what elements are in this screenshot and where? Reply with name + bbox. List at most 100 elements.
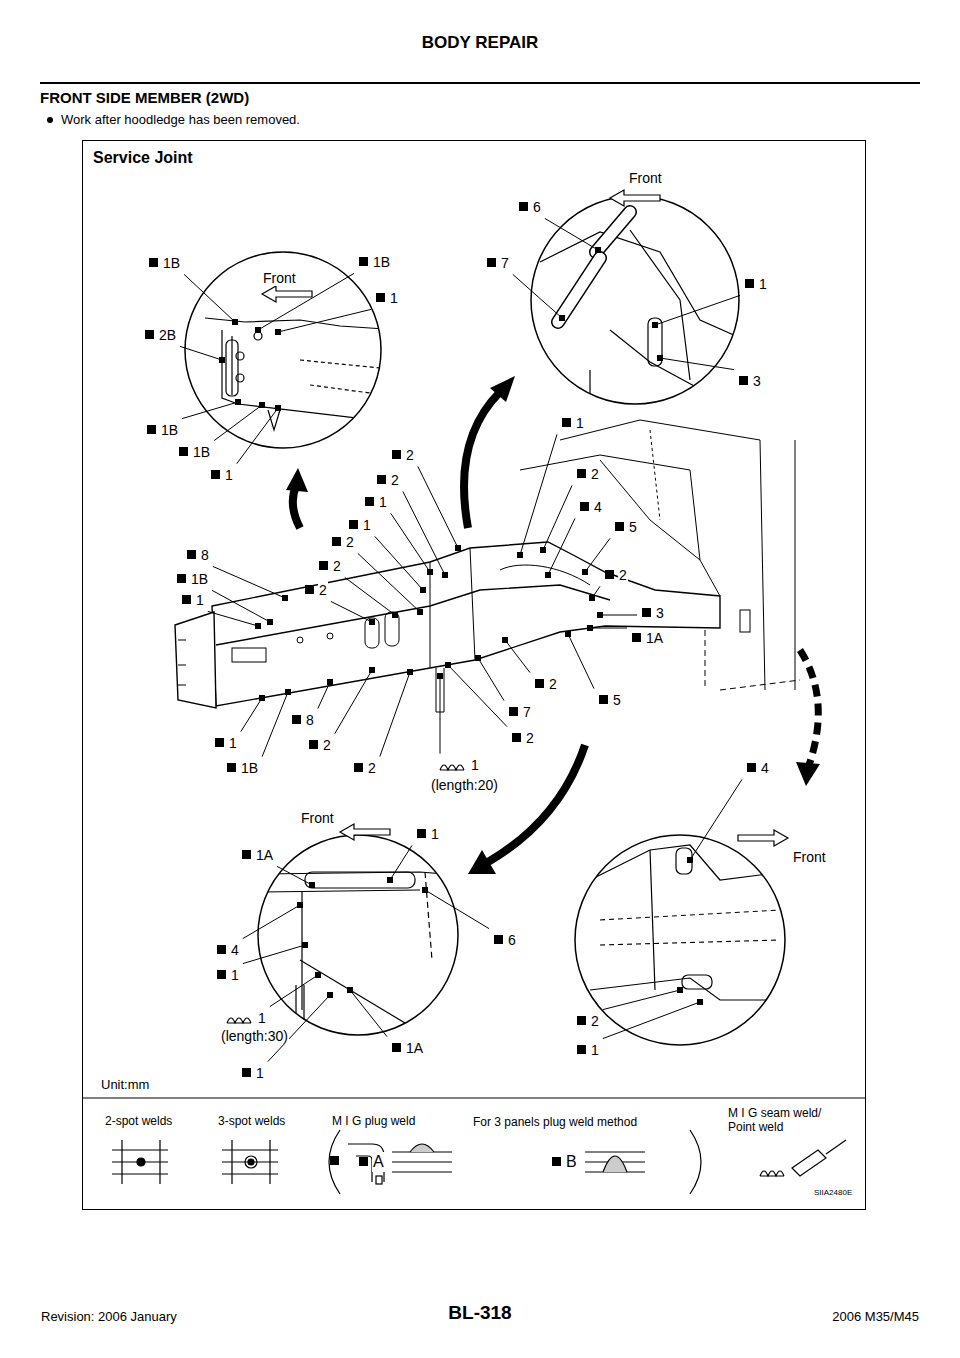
detail-apron — [676, 848, 692, 874]
callout-number: 1B — [192, 444, 211, 461]
body-side-structure — [650, 430, 660, 520]
weld-symbol — [760, 1171, 784, 1176]
callout-number: 2 — [405, 447, 415, 464]
detail-front-end — [231, 336, 232, 395]
detail-arrow — [286, 376, 820, 874]
weld-symbol — [585, 1152, 645, 1172]
front-arrow — [610, 190, 660, 206]
callout-number: 2 — [345, 534, 355, 551]
weld-spot — [285, 689, 291, 695]
leader-line — [600, 615, 637, 616]
weld-spot — [657, 355, 663, 361]
callout-number: 6 — [532, 199, 542, 216]
detail-front-end — [236, 352, 244, 360]
leader-line — [513, 274, 562, 318]
front-arrow — [738, 830, 788, 846]
detail-apron — [590, 845, 800, 880]
plug-weld-mark — [642, 608, 651, 617]
weld-spot — [255, 327, 261, 333]
front-side-member — [212, 542, 720, 706]
plug-weld-mark — [519, 202, 528, 211]
weld-spot — [652, 322, 658, 328]
weld-spot — [417, 609, 423, 615]
legend-text: M I G seam weld/ Point weld — [728, 1106, 836, 1135]
plug-weld-mark — [187, 550, 196, 559]
weld-spot — [297, 902, 303, 908]
detail-wheelhouse — [596, 212, 630, 252]
weld-spot — [369, 619, 375, 625]
plug-weld-mark — [417, 829, 426, 838]
weld-spot — [475, 655, 481, 661]
frame-heading: Service Joint — [83, 141, 203, 175]
detail-lower-member — [262, 890, 420, 892]
leader-line — [270, 975, 318, 1007]
callout-number: 1 — [195, 592, 205, 609]
bullet — [47, 117, 53, 123]
callout-number: 1B — [190, 571, 209, 588]
weld-spot — [259, 695, 265, 701]
callout-number: 1B — [240, 760, 259, 777]
leader-line — [331, 601, 372, 622]
plug-weld-type: B — [565, 1152, 578, 1171]
callout-number: 1 — [430, 826, 440, 843]
front-side-member — [232, 648, 266, 662]
callout-number: 3 — [655, 605, 665, 622]
weld-symbol — [376, 1176, 382, 1184]
leader-line — [391, 513, 430, 572]
weld-spot — [232, 319, 238, 325]
plug-weld-mark — [182, 595, 191, 604]
leader-line — [208, 611, 258, 626]
plug-weld-mark — [359, 1157, 368, 1166]
plug-weld-mark — [392, 450, 401, 459]
weld-spot — [437, 673, 443, 679]
weld-spot — [422, 887, 428, 893]
plug-weld-mark — [319, 561, 328, 570]
plug-weld-mark — [349, 520, 358, 529]
plug-weld-mark — [292, 715, 301, 724]
leader-line — [478, 658, 504, 701]
plug-weld-mark — [149, 258, 158, 267]
weld-spot — [697, 999, 703, 1005]
plug-weld-mark — [179, 447, 188, 456]
weld-symbol — [330, 1156, 339, 1165]
front-direction: Front — [792, 849, 827, 866]
body-side-structure — [690, 470, 720, 596]
detail-wheelhouse — [648, 318, 662, 366]
plug-weld-mark — [211, 470, 220, 479]
plug-weld-mark — [745, 279, 754, 288]
detail-arrow — [293, 486, 300, 528]
weld-spot — [587, 625, 593, 631]
weld-spot — [455, 545, 461, 551]
leader-line — [180, 346, 222, 360]
footer-text: Revision: 2006 January — [40, 1309, 178, 1325]
weld-symbol — [690, 1130, 701, 1194]
callout-number: 2 — [590, 1013, 600, 1030]
leader-line — [237, 408, 278, 464]
plug-weld-mark — [145, 330, 154, 339]
weld-symbol — [603, 1156, 627, 1172]
leader-line — [448, 665, 507, 727]
weld-spot — [267, 619, 273, 625]
leader-line — [184, 274, 235, 322]
front-side-member — [175, 542, 720, 712]
detail-circle — [258, 835, 458, 1035]
detail-front-end — [254, 332, 262, 340]
leader-line — [212, 590, 270, 622]
leader-line — [213, 566, 285, 598]
plug-weld-type: A — [372, 1152, 385, 1171]
plug-weld-mark — [512, 733, 521, 742]
weld-spot — [582, 569, 588, 575]
legend-text: 3-spot welds — [218, 1114, 285, 1128]
plug-weld-mark — [632, 633, 641, 642]
body-side-structure — [520, 455, 690, 470]
leader-line — [585, 538, 610, 572]
detail-circle — [185, 252, 381, 448]
plug-weld-mark — [577, 1016, 586, 1025]
weld-symbol — [410, 1144, 434, 1152]
seam-length: (length:20) — [430, 777, 499, 794]
callout-number: 1B — [160, 422, 179, 439]
front-side-member — [327, 633, 333, 639]
plug-weld-mark — [605, 570, 614, 579]
plug-weld-mark — [242, 850, 251, 859]
callout-number: 4 — [760, 760, 770, 777]
